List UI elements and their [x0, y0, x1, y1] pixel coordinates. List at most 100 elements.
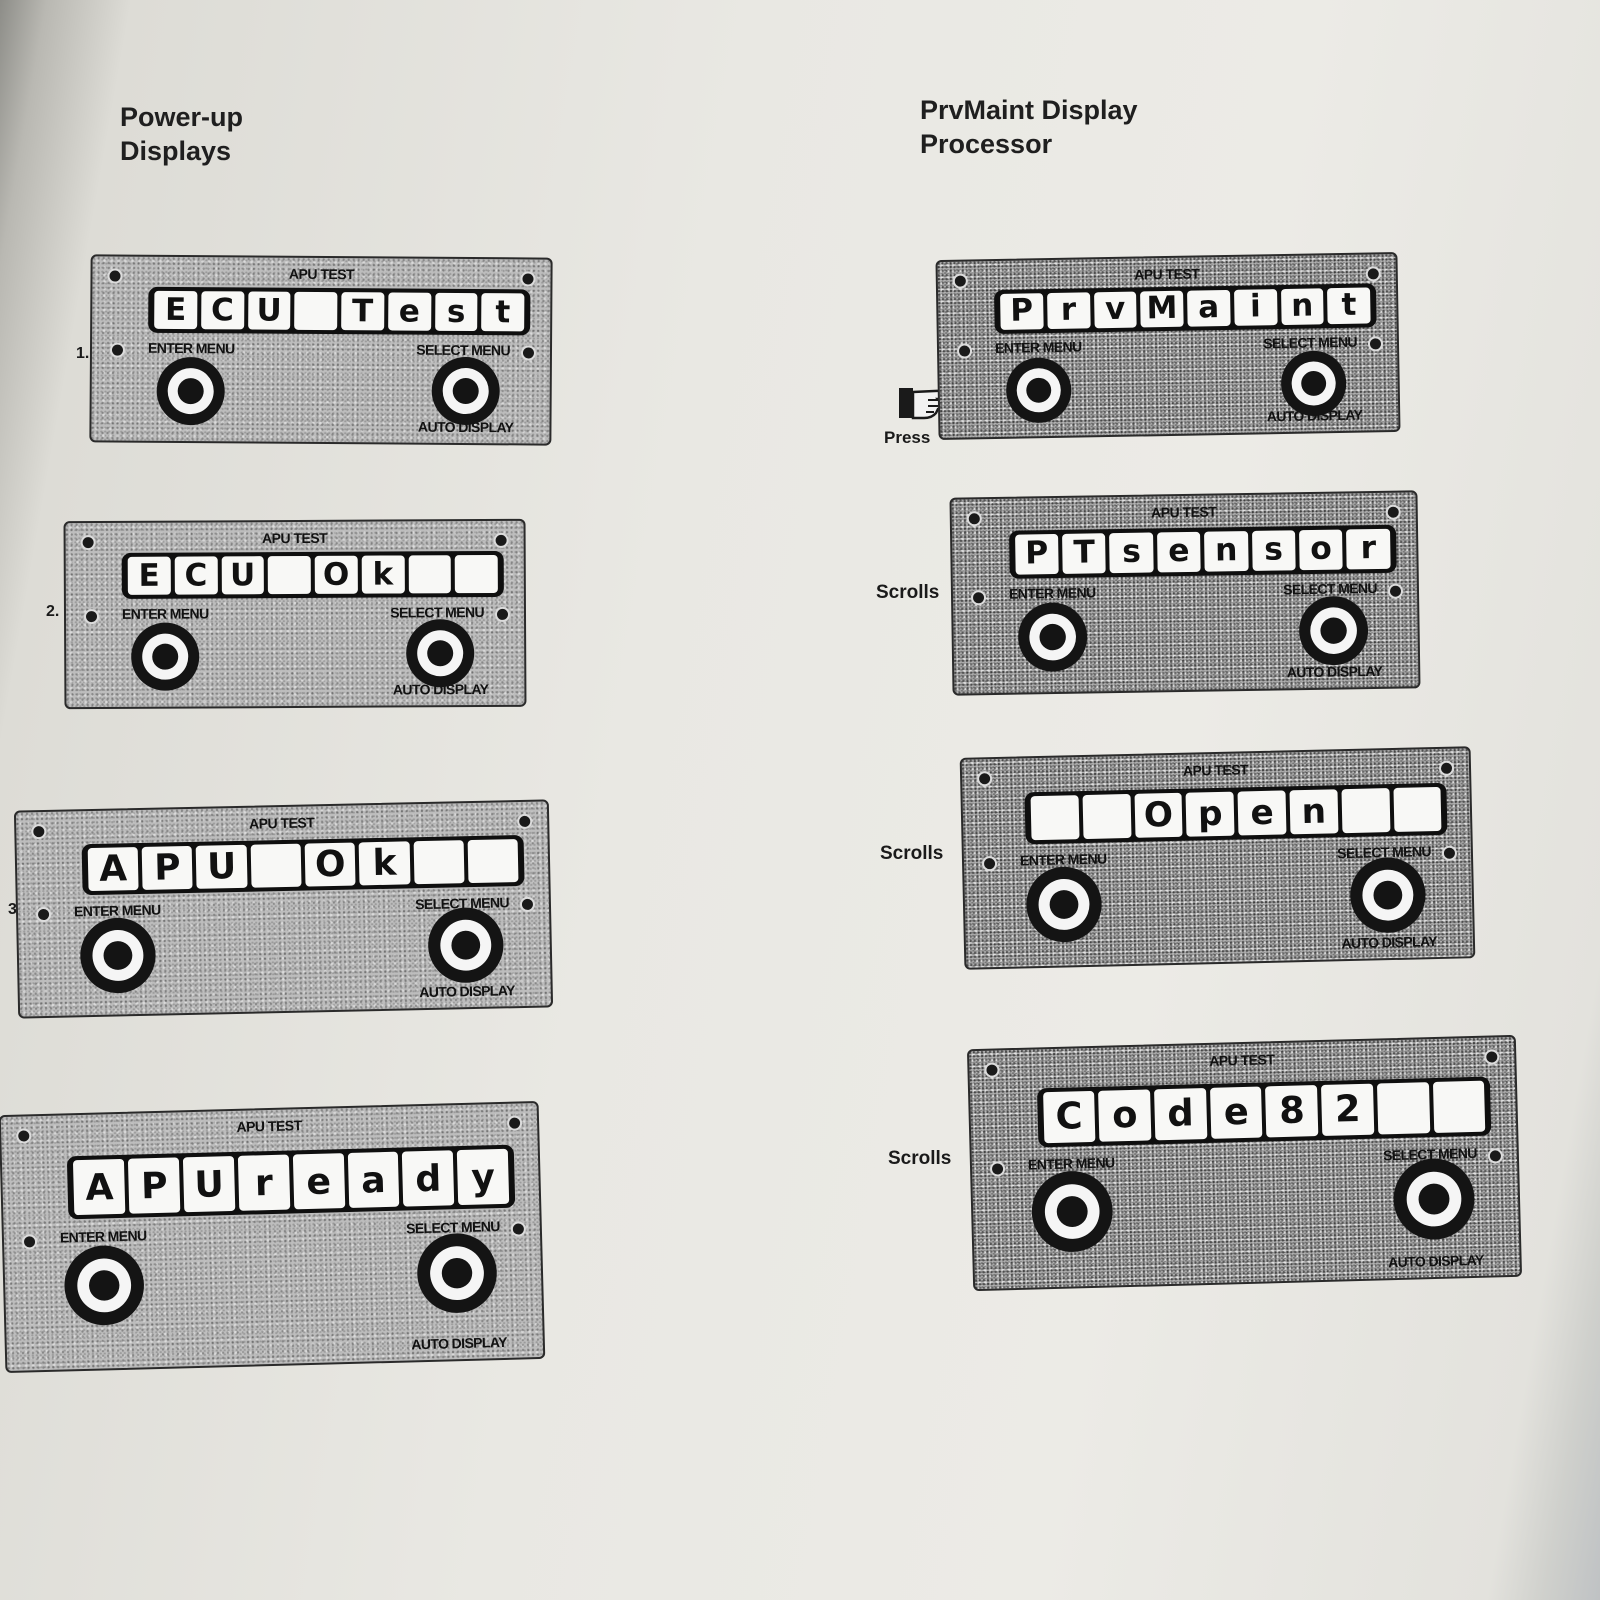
- display-char: y: [456, 1148, 510, 1206]
- select-menu-button[interactable]: [1392, 1157, 1476, 1241]
- display-char: E: [154, 290, 198, 330]
- select-menu-button[interactable]: [406, 619, 475, 688]
- screw-icon: [494, 606, 511, 622]
- display-char: k: [361, 555, 405, 594]
- enter-menu-button[interactable]: [1025, 865, 1103, 943]
- enter-menu-button[interactable]: [1017, 602, 1088, 673]
- enter-menu-button[interactable]: [79, 916, 157, 994]
- display-char: s: [1251, 529, 1296, 571]
- panel-title: APU TEST: [1208, 1051, 1275, 1069]
- display-char: P: [1000, 293, 1044, 330]
- enter-menu-button[interactable]: [63, 1244, 145, 1327]
- display-char: e: [1237, 790, 1287, 836]
- screw-icon: [1367, 336, 1384, 352]
- screw-icon: [510, 1221, 527, 1237]
- display-char: s: [434, 292, 478, 332]
- display-char: E: [127, 556, 171, 595]
- display-char: P: [141, 846, 193, 891]
- display-char: C: [174, 556, 218, 595]
- select-menu-button[interactable]: [416, 1232, 498, 1315]
- select-menu-label: SELECT MENU: [1263, 334, 1358, 352]
- display-char: e: [1209, 1086, 1263, 1139]
- section-heading-prvmaint: PrvMaint Display Processor: [920, 95, 1138, 159]
- select-menu-button[interactable]: [1349, 856, 1427, 934]
- side-label-scrolls: Scrolls: [880, 843, 944, 864]
- display-char: a: [1187, 289, 1231, 327]
- screw-icon: [1441, 845, 1458, 861]
- screw-icon: [1387, 583, 1404, 599]
- panel-title: APU TEST: [1150, 503, 1217, 521]
- display-char: r: [1346, 528, 1391, 570]
- enter-menu-label: ENTER MENU: [1019, 850, 1107, 869]
- screw-icon: [520, 345, 537, 361]
- side-label-scrolls: Scrolls: [876, 582, 940, 603]
- auto-display-label: AUTO DISPLAY: [1286, 662, 1383, 681]
- select-menu-label: SELECT MENU: [1283, 580, 1378, 598]
- enter-menu-button[interactable]: [1005, 356, 1072, 424]
- display-char: [408, 555, 452, 594]
- display-char: [1376, 1081, 1430, 1135]
- enter-menu-label: ENTER MENU: [1027, 1154, 1115, 1173]
- display-char: A: [87, 847, 139, 892]
- panel-number: 2.: [46, 603, 60, 620]
- side-label-scrolls: Scrolls: [888, 1148, 952, 1169]
- display-char: T: [341, 292, 385, 331]
- display-char: e: [387, 292, 431, 331]
- display-char: k: [358, 841, 411, 886]
- select-menu-label: SELECT MENU: [416, 341, 511, 359]
- screw-icon: [970, 589, 987, 605]
- display-char: p: [1185, 791, 1235, 837]
- display-char: [1082, 793, 1132, 839]
- enter-menu-label: ENTER MENU: [121, 605, 209, 622]
- select-menu-button[interactable]: [431, 356, 500, 426]
- display-char: [1393, 786, 1442, 832]
- display-char: 2: [1321, 1083, 1375, 1136]
- panel-title: APU TEST: [1182, 761, 1249, 779]
- screw-icon: [981, 855, 998, 872]
- enter-menu-button[interactable]: [1030, 1169, 1114, 1253]
- display-char: n: [1204, 530, 1249, 572]
- display-char: T: [1062, 532, 1107, 574]
- enter-menu-button[interactable]: [156, 356, 225, 426]
- display-char: e: [292, 1153, 345, 1210]
- display-char: t: [1327, 287, 1371, 324]
- enter-menu-button[interactable]: [131, 622, 200, 691]
- section-heading-power-up: Power-up Displays: [120, 102, 244, 166]
- panel-title: APU TEST: [236, 1117, 302, 1135]
- display-char: [267, 555, 311, 595]
- enter-menu-label: ENTER MENU: [994, 338, 1082, 357]
- display-char: d: [1154, 1087, 1208, 1141]
- panel-title: APU TEST: [248, 814, 315, 832]
- auto-display-label: AUTO DISPLAY: [1387, 1251, 1484, 1271]
- enter-menu-label: ENTER MENU: [59, 1227, 147, 1246]
- screw-icon: [21, 1234, 38, 1250]
- screw-icon: [956, 343, 973, 360]
- display-char: t: [481, 293, 525, 332]
- screw-icon: [519, 896, 536, 913]
- select-menu-button[interactable]: [427, 907, 505, 985]
- auto-display-label: AUTO DISPLAY: [419, 982, 515, 1001]
- screw-icon: [83, 609, 100, 625]
- display-char: s: [1109, 532, 1154, 574]
- side-label-press: Press: [884, 428, 931, 447]
- display-char: [413, 840, 465, 885]
- display-char: U: [247, 291, 291, 330]
- display-char: A: [73, 1158, 126, 1216]
- display-char: P: [1014, 533, 1059, 575]
- select-menu-button[interactable]: [1298, 595, 1369, 666]
- enter-menu-label: ENTER MENU: [1008, 584, 1096, 603]
- display-char: n: [1289, 789, 1339, 835]
- display-char: [1432, 1080, 1486, 1133]
